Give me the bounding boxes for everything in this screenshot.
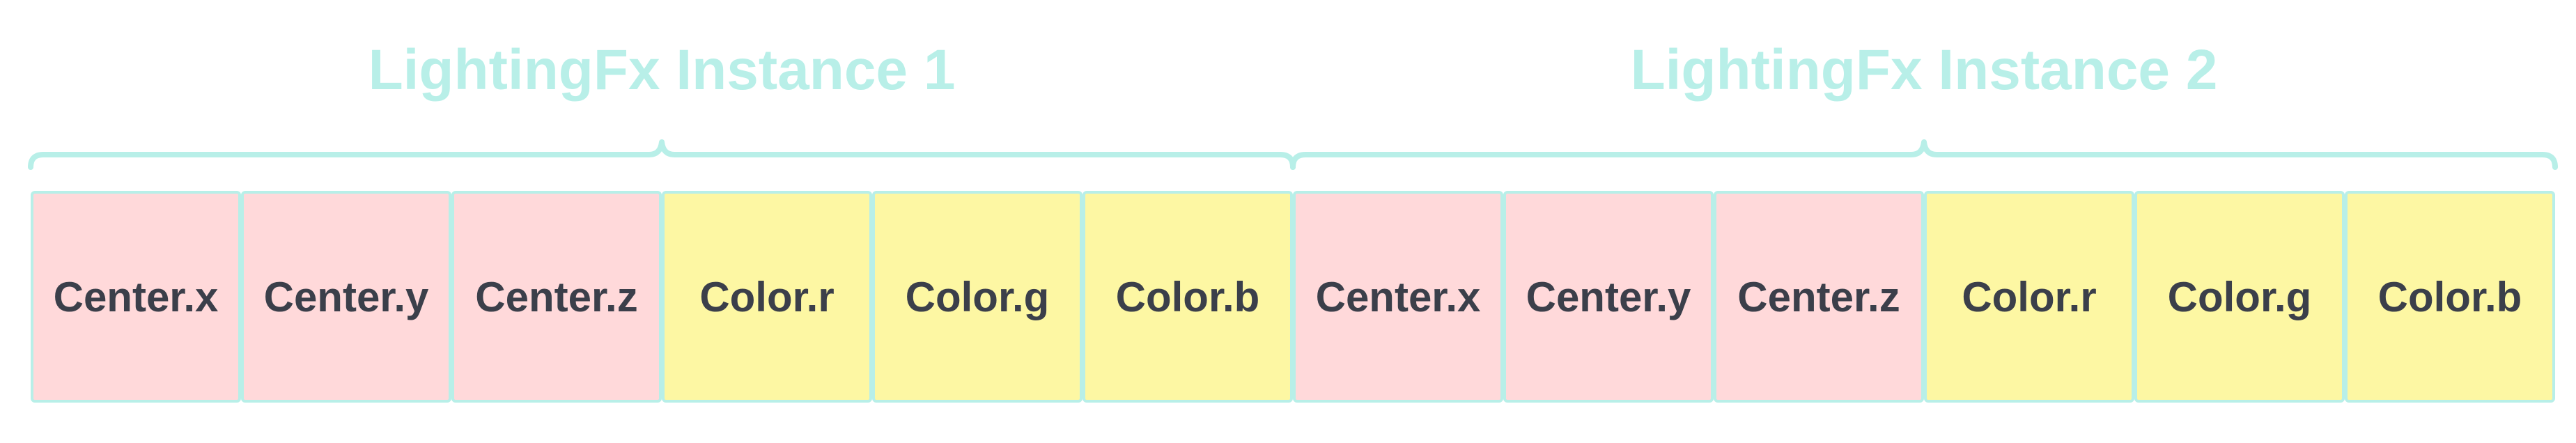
instance-2-center-y-cell: Center.y	[1503, 191, 1714, 403]
instance-1-color-b-cell: Color.b	[1083, 191, 1293, 403]
instance-2-center-x-cell: Center.x	[1293, 191, 1503, 403]
instance-2-brace	[1290, 139, 2558, 170]
instance-1-color-g-cell: Color.g	[872, 191, 1083, 403]
instance-1-title: LightingFx Instance 1	[368, 38, 956, 102]
instance-1-brace	[28, 139, 1296, 170]
instance-2-center-z-cell: Center.z	[1714, 191, 1924, 403]
instance-1-center-y-cell: Center.y	[241, 191, 451, 403]
instance-2-title: LightingFx Instance 2	[1630, 38, 2218, 102]
instance-2-color-r-cell: Color.r	[1924, 191, 2134, 403]
memory-layout-row: Center.x Center.y Center.z Color.r Color…	[31, 191, 2555, 403]
instance-1-center-x-cell: Center.x	[31, 191, 241, 403]
instance-2-color-g-cell: Color.g	[2134, 191, 2345, 403]
instance-1-color-r-cell: Color.r	[662, 191, 872, 403]
instance-2-color-b-cell: Color.b	[2345, 191, 2555, 403]
instance-1-center-z-cell: Center.z	[451, 191, 662, 403]
